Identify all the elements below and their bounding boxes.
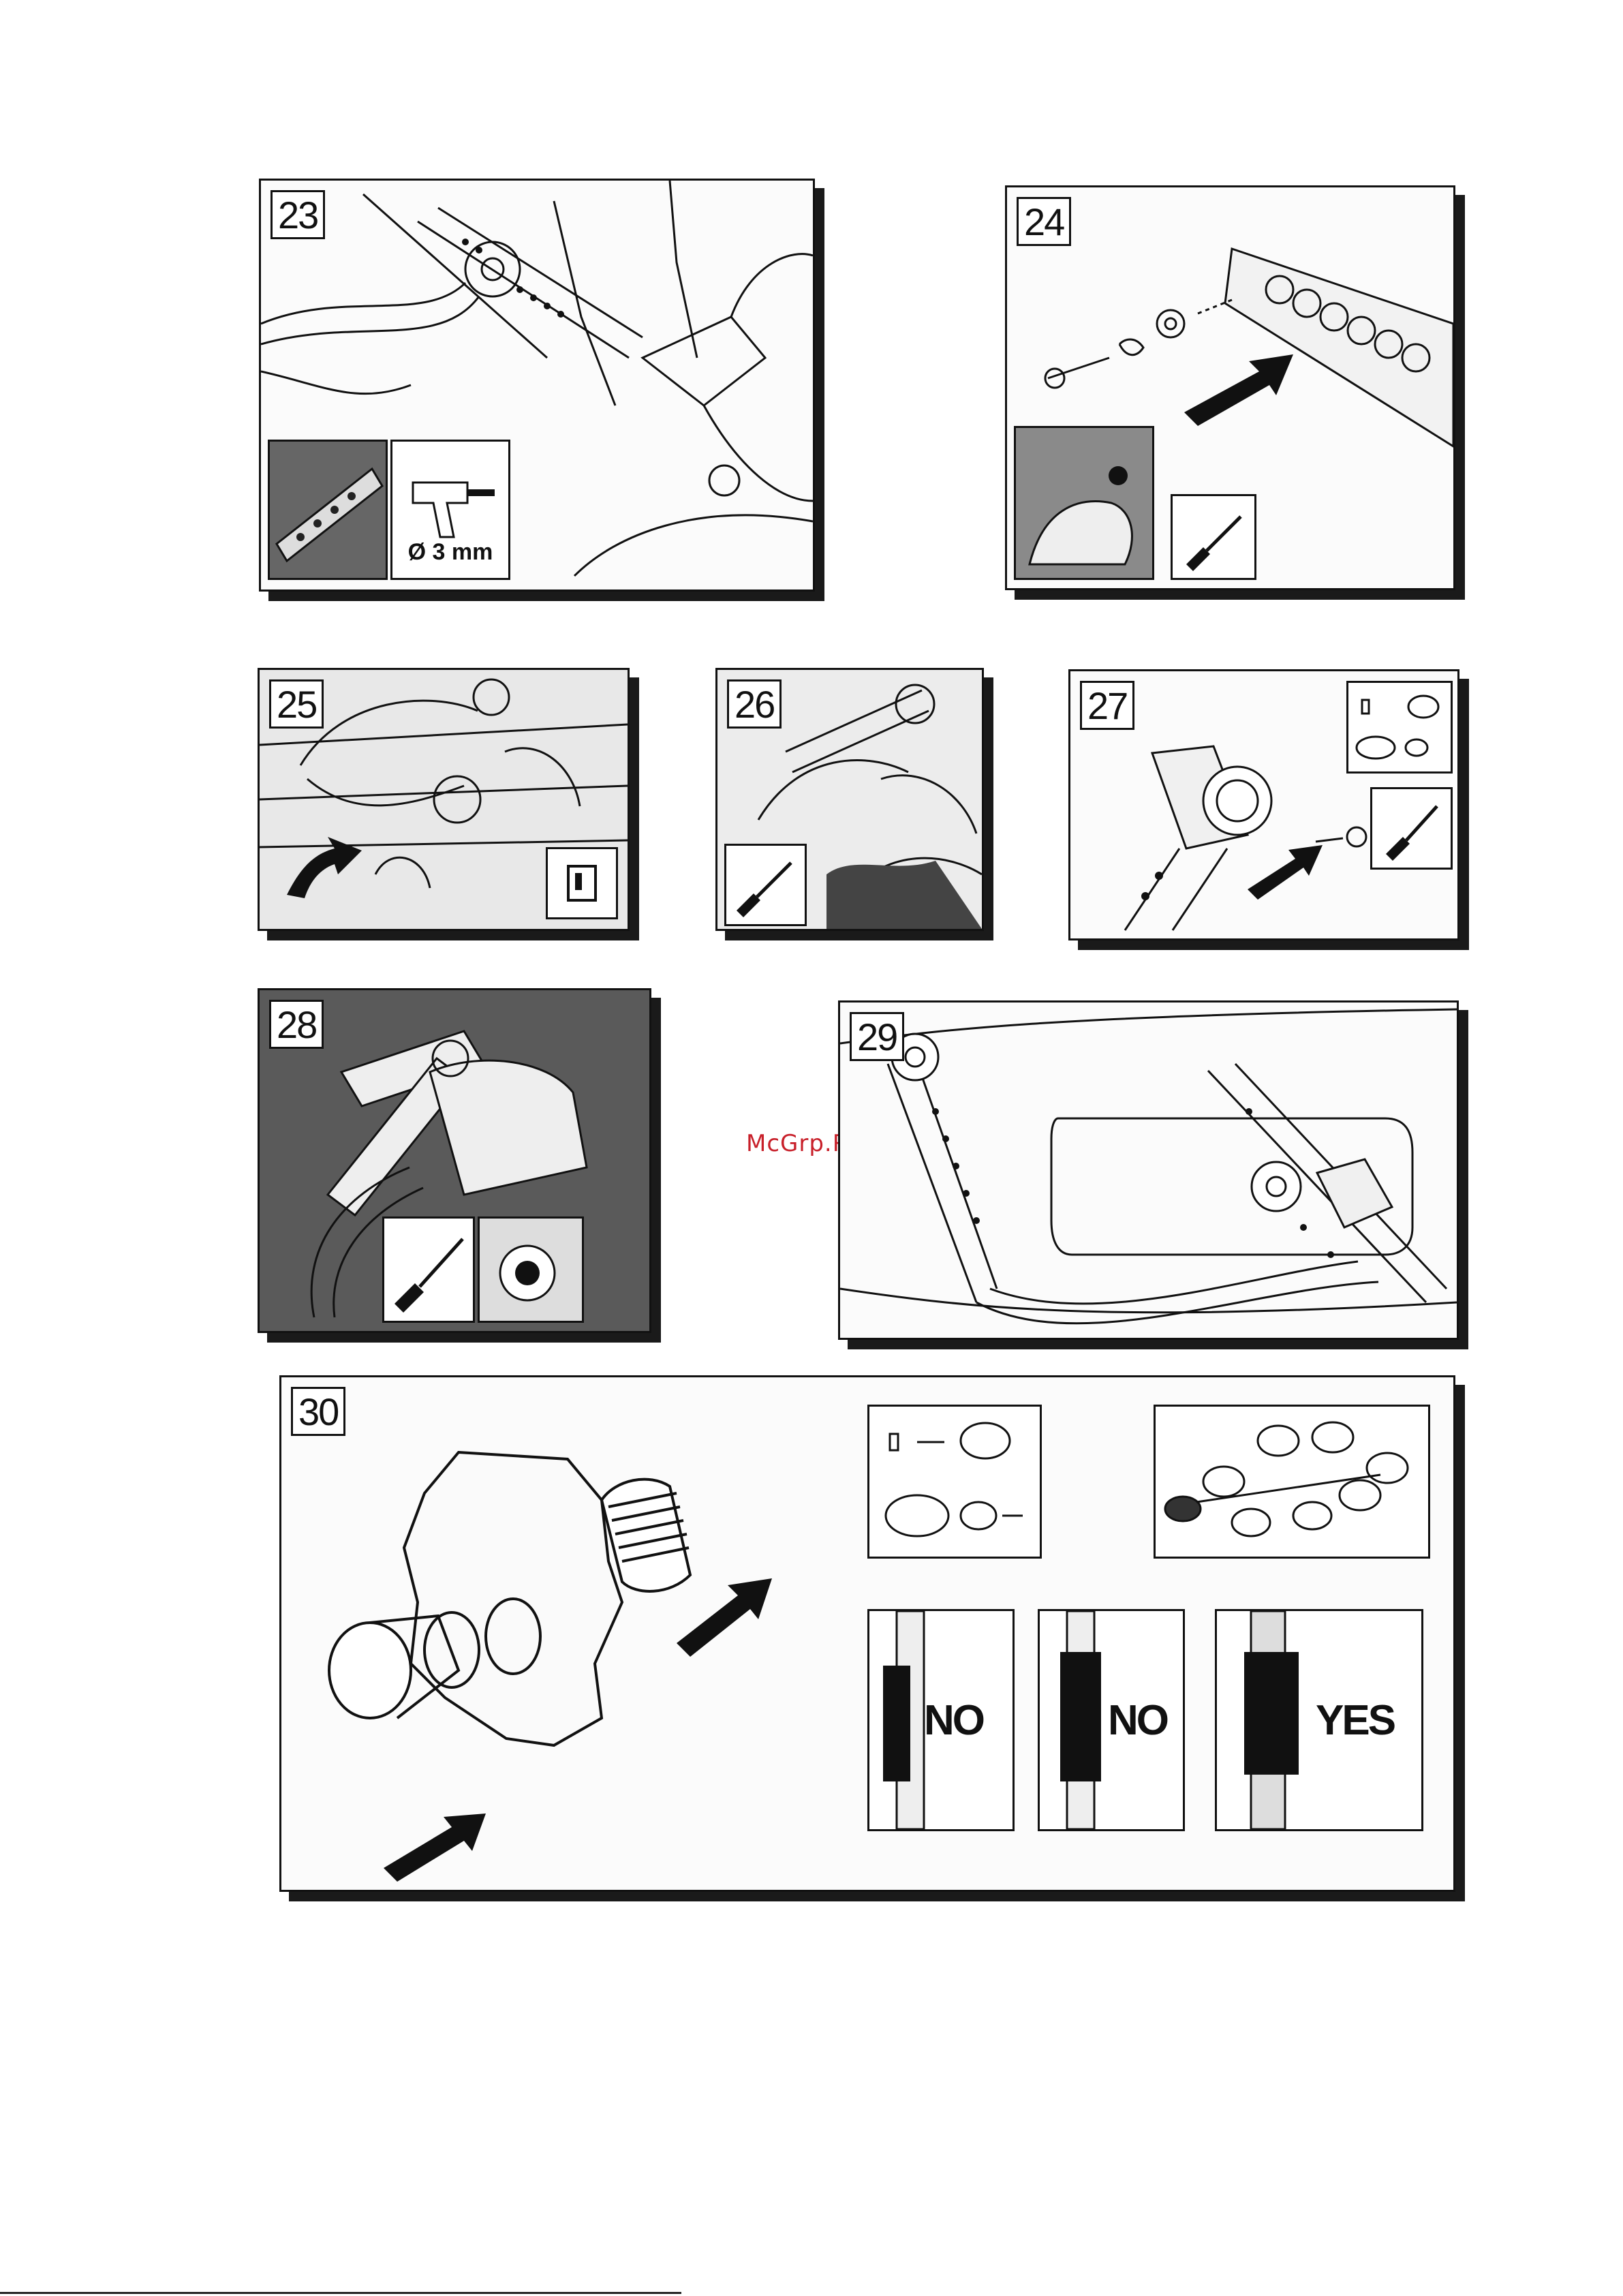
step-28-panel: 28 (258, 988, 651, 1333)
screwdriver-inset (1370, 787, 1453, 870)
screwdriver-inset (1171, 494, 1256, 580)
parts-inset (1346, 681, 1453, 774)
step-30-panel: 30 (279, 1375, 1455, 1892)
step-number: 25 (269, 679, 324, 729)
step-26-panel: 26 (715, 668, 984, 931)
check-yes: YES (1215, 1609, 1423, 1831)
arrow-icon (677, 1578, 772, 1657)
screwdriver-icon (726, 846, 805, 924)
clip-icon (548, 849, 616, 917)
parts-inset (867, 1405, 1042, 1559)
screw-icon (1348, 683, 1451, 771)
arrow-icon (384, 1813, 486, 1882)
step-number: 24 (1017, 197, 1071, 246)
step-number: 30 (291, 1387, 345, 1436)
check-no-1: NO (867, 1609, 1015, 1831)
screwdriver-icon (1372, 789, 1451, 868)
screwdriver-icon (1173, 496, 1254, 578)
verdict-label: NO (1108, 1696, 1167, 1745)
step-number: 26 (727, 679, 782, 729)
step-24-panel: 24 (1005, 185, 1455, 590)
clip-inset (546, 847, 618, 919)
drill-inset: Ø 3 mm (390, 440, 510, 580)
step-number: 28 (269, 1000, 324, 1049)
check-no-2: NO (1038, 1609, 1185, 1831)
screwdriver-icon (384, 1219, 473, 1321)
page-footer-rule (0, 2292, 681, 2294)
verdict-label: NO (924, 1696, 983, 1745)
step-number: 29 (850, 1012, 904, 1061)
step-29-panel: 29 (838, 1000, 1459, 1340)
step-number: 23 (270, 190, 325, 239)
arrow-icon (1248, 845, 1323, 900)
caps-sprue-inset (1154, 1405, 1430, 1559)
screwdriver-inset (724, 844, 807, 926)
step-23-panel: 23 (259, 179, 815, 592)
drill-size-label: Ø 3 mm (392, 539, 508, 566)
arrow-icon (1184, 354, 1293, 426)
step-25-panel: 25 (258, 668, 630, 931)
bracket-detail-inset (268, 440, 388, 580)
screw-icon (869, 1407, 1040, 1557)
screwdriver-inset (382, 1216, 475, 1323)
installed-regulator-illustration (840, 1002, 1457, 1338)
step-number: 27 (1080, 681, 1134, 730)
hand-detail-inset (1014, 426, 1154, 580)
step-27-panel: 27 (1068, 669, 1459, 940)
verdict-label: YES (1316, 1696, 1394, 1745)
gear-detail-inset (478, 1216, 584, 1323)
